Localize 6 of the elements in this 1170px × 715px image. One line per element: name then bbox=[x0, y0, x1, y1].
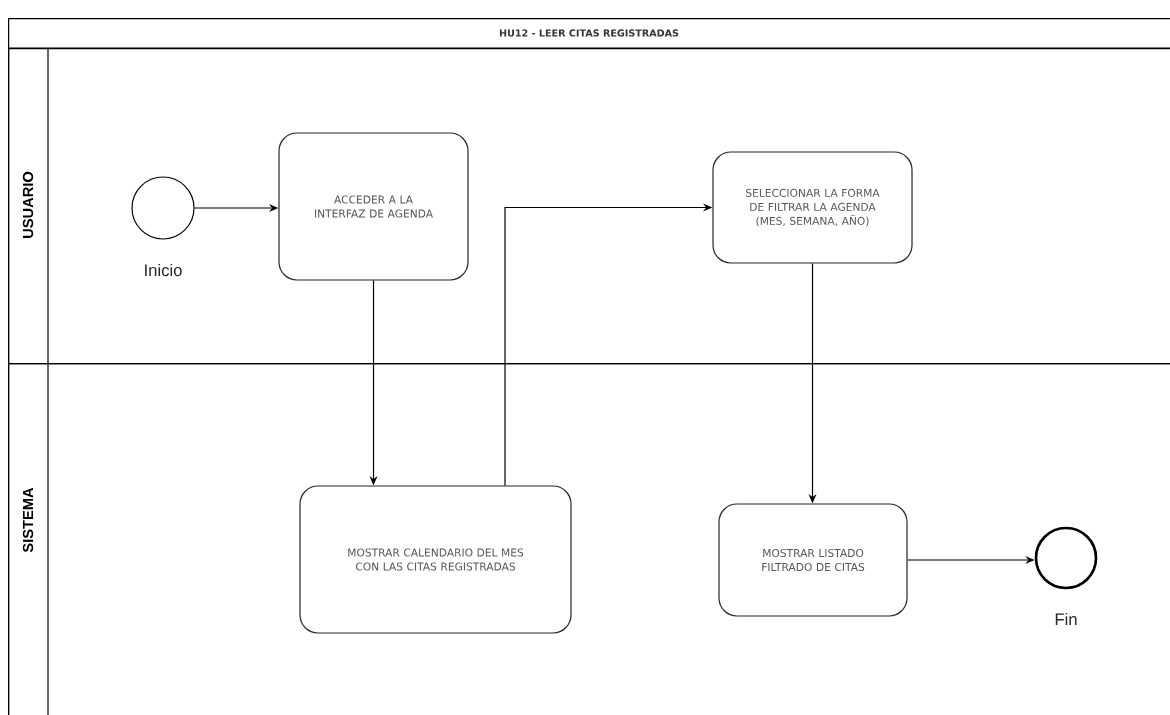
task-box: SELECCIONAR LA FORMA DE FILTRAR LA AGENDA (MES, SEMANA, AÑO) bbox=[712, 151, 913, 264]
event-label: Fin bbox=[1055, 612, 1077, 626]
task-box: ACCEDER A LA INTERFAZ DE AGENDA bbox=[278, 132, 469, 281]
task-box: MOSTRAR CALENDARIO DEL MES CON LAS CITAS REGISTRADAS bbox=[299, 485, 572, 634]
task-box: MOSTRAR LISTADO FILTRADO DE CITAS bbox=[718, 503, 908, 617]
event-label: Inicio bbox=[145, 263, 182, 277]
